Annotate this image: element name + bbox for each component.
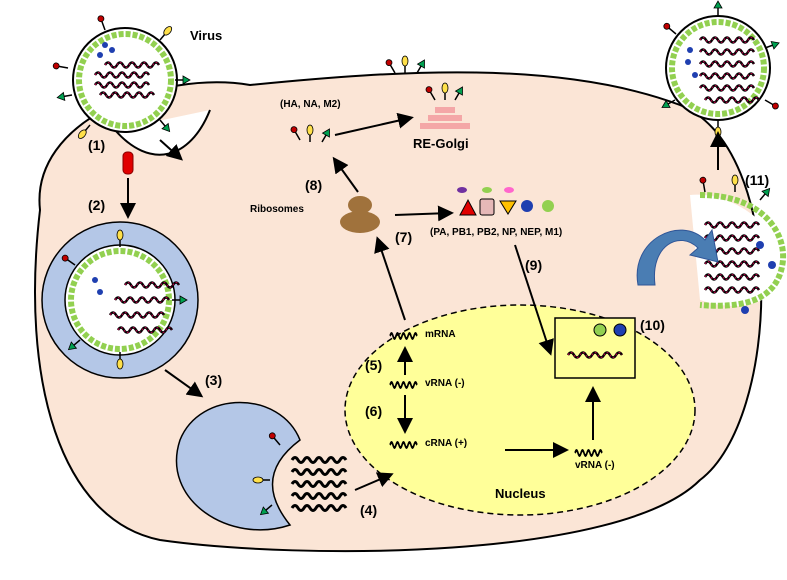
step-4: (4) <box>360 502 377 518</box>
step-5: (5) <box>365 357 382 373</box>
step-7: (7) <box>395 229 412 245</box>
virus-particle-icon <box>51 14 191 141</box>
protein-shapes-icon <box>457 187 554 216</box>
nucleus-icon <box>344 304 696 516</box>
mrna-label: mRNA <box>425 329 456 340</box>
proteins-label: (PA, PB1, PB2, NP, NEP, M1) <box>430 227 562 238</box>
step-2: (2) <box>88 197 105 213</box>
ribosome-icon <box>340 196 380 233</box>
step-8: (8) <box>305 177 322 193</box>
crna-label: cRNA (+) <box>425 438 467 449</box>
golgi-label: RE-Golgi <box>413 136 469 151</box>
rnp-assembly-box <box>554 317 636 379</box>
ribosomes-label: Ribosomes <box>250 204 304 215</box>
nucleus-label: Nucleus <box>495 486 546 501</box>
uncoating-endosome-icon <box>175 401 348 531</box>
golgi-icon <box>384 55 470 129</box>
endosome-icon <box>41 221 199 379</box>
step-1: (1) <box>88 137 105 153</box>
vrna-label-2: vRNA (-) <box>575 460 615 471</box>
step-6: (6) <box>365 403 382 419</box>
virus-label: Virus <box>190 28 222 43</box>
step-10: (10) <box>640 317 665 333</box>
step-11: (11) <box>745 172 769 188</box>
receptor-icon <box>122 151 134 175</box>
released-virus-icon <box>659 0 782 138</box>
pathway-arrows <box>120 112 726 491</box>
step-3: (3) <box>205 372 222 388</box>
transport-arrow-icon <box>636 228 719 286</box>
vrna-label: vRNA (-) <box>425 378 465 389</box>
step-9: (9) <box>525 257 542 273</box>
golgi-proteins-label: (HA, NA, M2) <box>280 99 341 110</box>
budding-virion-icon <box>698 174 787 314</box>
